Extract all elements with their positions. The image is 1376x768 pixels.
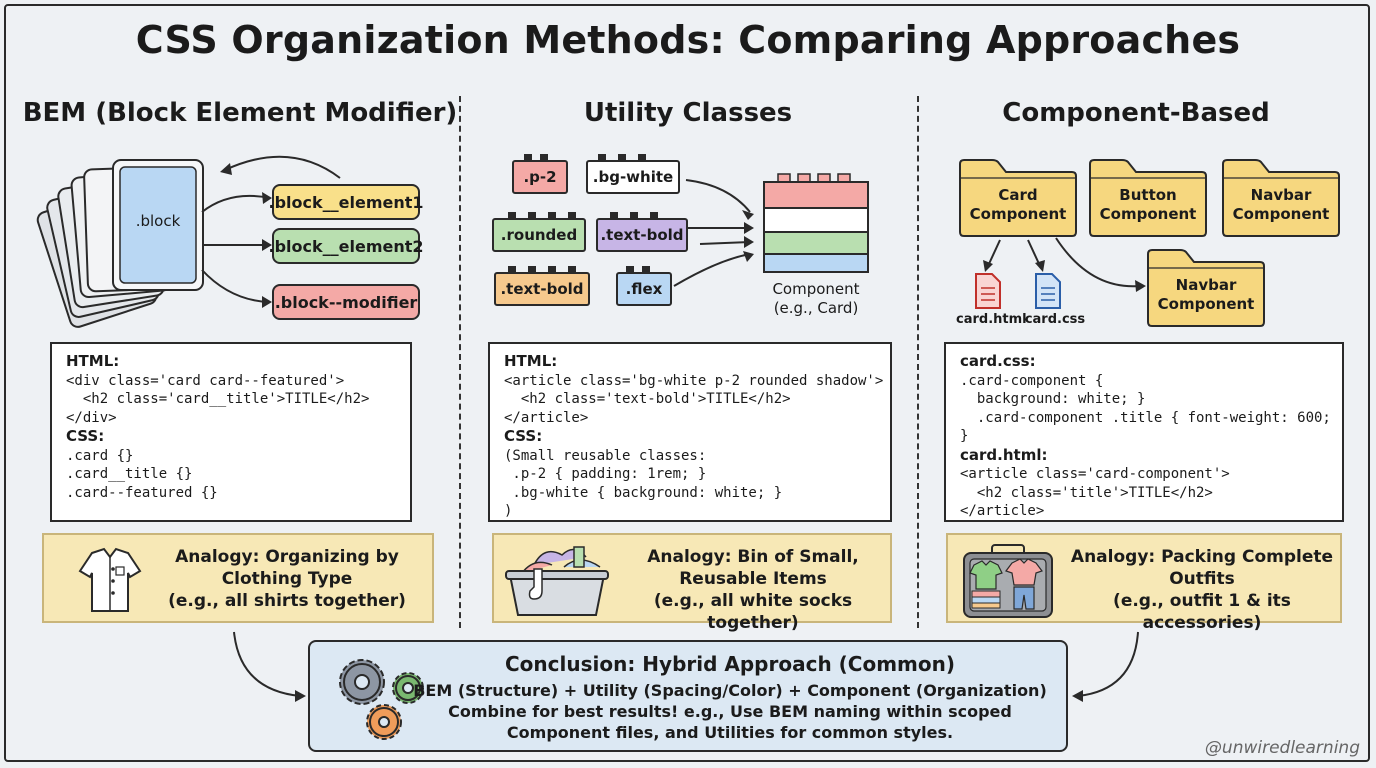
brick-bg-white: .bg-white: [586, 160, 680, 194]
bem-analogy: Analogy: Organizing by Clothing Type (e.…: [42, 533, 434, 623]
gear-green-icon: [392, 672, 424, 704]
bem-diagram: [36, 155, 341, 328]
bem-code-block: HTML: <div class='card card--featured'> …: [50, 342, 412, 522]
conclusion-body: BEM (Structure) + Utility (Spacing/Color…: [413, 681, 1047, 742]
suitcase-icon: [963, 544, 1053, 618]
element2-pill: .block__element2: [269, 228, 424, 264]
watermark: @unwiredlearning: [1204, 738, 1360, 758]
gear-orange-icon: [366, 704, 402, 740]
bem-analogy-line1: Analogy: Organizing by: [175, 547, 399, 567]
gears-icon: [339, 659, 424, 740]
component-analogy-line3: (e.g., outfit 1 & its accessories): [1113, 591, 1291, 633]
bem-heading: BEM (Block Element Modifier): [22, 98, 458, 128]
utility-code-block: HTML: <article class='bg-white p-2 round…: [488, 342, 892, 522]
bem-analogy-line2: Clothing Type: [221, 569, 353, 589]
brick-rounded: .rounded: [492, 218, 586, 252]
stacked-block-icon: [763, 173, 869, 273]
block-label: .block: [135, 212, 181, 230]
conclusion-box: Conclusion: Hybrid Approach (Common) BEM…: [308, 640, 1068, 752]
card-stack-icon: [36, 159, 204, 328]
utility-diagram: [508, 154, 869, 287]
utility-analogy: Analogy: Bin of Small, Reusable Items (e…: [492, 533, 892, 633]
component-code-block: card.css: .card-component { background: …: [944, 342, 1344, 522]
divider-left: [459, 96, 461, 628]
divider-right: [917, 96, 919, 628]
file-css-label: card.css: [1024, 312, 1086, 327]
brick-text-bold-purple: .text-bold: [596, 218, 688, 252]
utility-analogy-line1: Analogy: Bin of Small,: [647, 547, 859, 567]
component-analogy-line2: Outfits: [1169, 569, 1235, 589]
component-diagram: [959, 159, 1340, 327]
shirt-icon: [78, 547, 142, 612]
utility-analogy-line3: (e.g., all white socks together): [653, 591, 853, 633]
html-file-icon: [975, 273, 1001, 309]
bem-analogy-line3: (e.g., all shirts together): [168, 591, 406, 611]
css-file-icon: [1035, 273, 1061, 309]
modifier-pill: .block--modifier: [272, 284, 420, 320]
conclusion-title: Conclusion: Hybrid Approach (Common): [504, 652, 956, 676]
component-analogy-line1: Analogy: Packing Complete: [1070, 547, 1334, 567]
page-title: CSS Organization Methods: Comparing Appr…: [135, 18, 1241, 62]
laundry-bin-icon: [505, 546, 609, 616]
brick-p-2: .p-2: [512, 160, 568, 194]
brick-flex: .flex: [616, 272, 672, 306]
utility-heading: Utility Classes: [583, 98, 793, 128]
component-heading: Component-Based: [1002, 98, 1270, 128]
element1-pill: .block__element1: [269, 184, 424, 220]
component-caption: Component (e.g., Card): [772, 280, 860, 317]
brick-text-bold-orange: .text-bold: [494, 272, 590, 306]
utility-analogy-line2: Reusable Items: [679, 569, 827, 589]
gear-large-icon: [339, 659, 385, 705]
file-html-label: card.html: [956, 312, 1027, 327]
component-analogy: Analogy: Packing Complete Outfits (e.g.,…: [946, 533, 1342, 633]
